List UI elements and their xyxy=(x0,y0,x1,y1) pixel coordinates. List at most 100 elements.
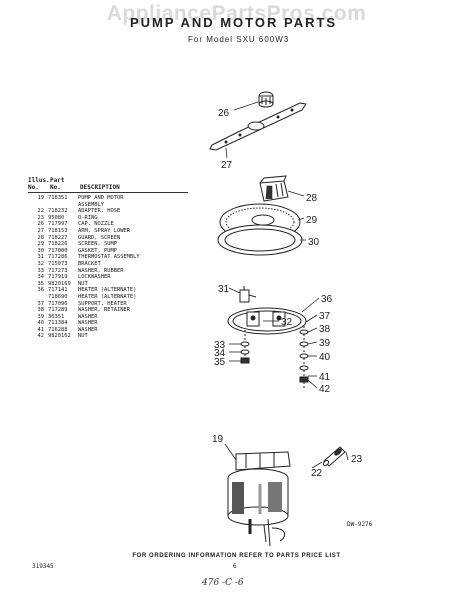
callout-23: 23 xyxy=(351,454,363,465)
part-no-cell: 711384 xyxy=(48,320,68,327)
illus-no-cell: 27 xyxy=(37,227,45,234)
hose-adapter xyxy=(322,446,346,467)
illus-no-cell: 32 xyxy=(37,260,45,267)
page-number: 6 xyxy=(233,563,237,570)
callout-35: 35 xyxy=(214,357,226,368)
part-no-cell: 717997 xyxy=(48,221,68,228)
document-code: 319345 xyxy=(32,563,54,570)
illus-no-cell: 30 xyxy=(37,247,45,254)
part-no-cell: 717273 xyxy=(48,267,68,274)
nozzle-cap xyxy=(258,91,274,108)
illus-no-cell: 39 xyxy=(37,313,45,320)
illus-no-cell: 22 xyxy=(37,208,45,215)
part-no-cell: 95080 xyxy=(48,214,65,221)
description-cell: HEATER (ALTERNATE) xyxy=(78,287,137,294)
pump-motor-assembly xyxy=(227,451,291,547)
callout-32: 32 xyxy=(281,317,293,328)
part-no-cell: 715073 xyxy=(48,260,68,267)
header-illus-no: Illus. No. xyxy=(28,177,50,191)
callout-38: 38 xyxy=(319,324,331,335)
description-cell: WASHER, RETAINER xyxy=(78,307,130,314)
part-no-cell: 718351 xyxy=(48,195,68,201)
part-no-cell: 717000 xyxy=(48,247,68,254)
illus-no-cell: 28 xyxy=(37,234,45,241)
part-no-cell: 718153 xyxy=(48,227,68,234)
header-divider xyxy=(28,192,188,193)
callout-labels: 26 27 28 29 30 31 32 33 34 35 36 37 38 3… xyxy=(212,108,363,479)
part-no-cell: 718227 xyxy=(48,234,68,241)
callout-33: 33 xyxy=(214,340,226,351)
right-fastener-stack xyxy=(299,326,309,388)
illus-no-cell: 29 xyxy=(37,241,45,248)
header-illus-no-label: No. xyxy=(28,184,39,191)
description-cell: WASHER xyxy=(78,313,98,320)
callout-37: 37 xyxy=(319,311,331,322)
description-cell: HEATER (ALTERNATE) xyxy=(78,293,137,300)
illus-no-cell: 31 xyxy=(37,254,45,261)
part-no-cell: 717289 xyxy=(48,307,68,314)
ordering-note: FOR ORDERING INFORMATION REFER TO PARTS … xyxy=(132,553,341,559)
part-no-cell: 718226 xyxy=(48,241,68,248)
description-cell: WASHER, RUBBER xyxy=(78,267,124,274)
callout-19: 19 xyxy=(212,434,224,445)
description-cell: NUT xyxy=(78,280,88,287)
pump-gasket xyxy=(217,224,303,256)
part-no-cell: 36351 xyxy=(48,313,65,320)
thermostat xyxy=(239,286,257,303)
part-no-cell: 9820162 xyxy=(48,333,71,340)
illus-no-cell: 35 xyxy=(37,280,45,287)
callout-31: 31 xyxy=(218,284,230,295)
description-cell: LOCKWASHER xyxy=(78,274,111,281)
description-cell: GUARD, SCREEN xyxy=(78,234,121,241)
part-no-cell: 716288 xyxy=(48,326,68,333)
description-cell: CAP, NOZZLE xyxy=(78,221,114,228)
callout-27: 27 xyxy=(221,160,233,171)
table-row: ASSEMBLY xyxy=(28,202,188,209)
callout-30: 30 xyxy=(308,237,320,248)
callout-42: 42 xyxy=(319,384,331,395)
header-description: DESCRIPTION xyxy=(80,177,188,191)
header-description-label: DESCRIPTION xyxy=(80,184,120,191)
callout-34: 34 xyxy=(214,348,226,359)
illus-no-cell: 33 xyxy=(37,267,45,274)
illus-no-cell: 23 xyxy=(37,214,45,221)
description-cell: ARM, SPRAY LOWER xyxy=(78,227,130,234)
illus-no-cell: 19 xyxy=(37,195,45,201)
callout-26: 26 xyxy=(218,108,230,119)
diagram-code: DW-9276 xyxy=(347,521,373,528)
illus-no-cell: 41 xyxy=(37,326,45,333)
part-no-cell: 718232 xyxy=(48,208,68,215)
description-cell: NUT xyxy=(78,333,88,340)
description-cell: WASHER xyxy=(78,326,98,333)
screen-guard xyxy=(259,175,289,202)
part-no-cell: 717096 xyxy=(48,300,68,307)
illus-no-cell: 34 xyxy=(37,274,45,281)
parts-table-header: Illus. No. Part No. DESCRIPTION xyxy=(28,177,188,191)
watermark: AppliancePartsPros.com xyxy=(106,2,367,25)
part-no-cell: 717919 xyxy=(48,274,68,281)
description-cell: SUPPORT, HEATER xyxy=(78,300,127,307)
leader-lines xyxy=(224,101,349,469)
handwritten-note: 476 -C -6 xyxy=(202,578,244,588)
header-illus-label: Illus. xyxy=(28,177,50,184)
page-title: PUMP AND MOTOR PARTS xyxy=(130,15,338,30)
callout-40: 40 xyxy=(319,352,331,363)
